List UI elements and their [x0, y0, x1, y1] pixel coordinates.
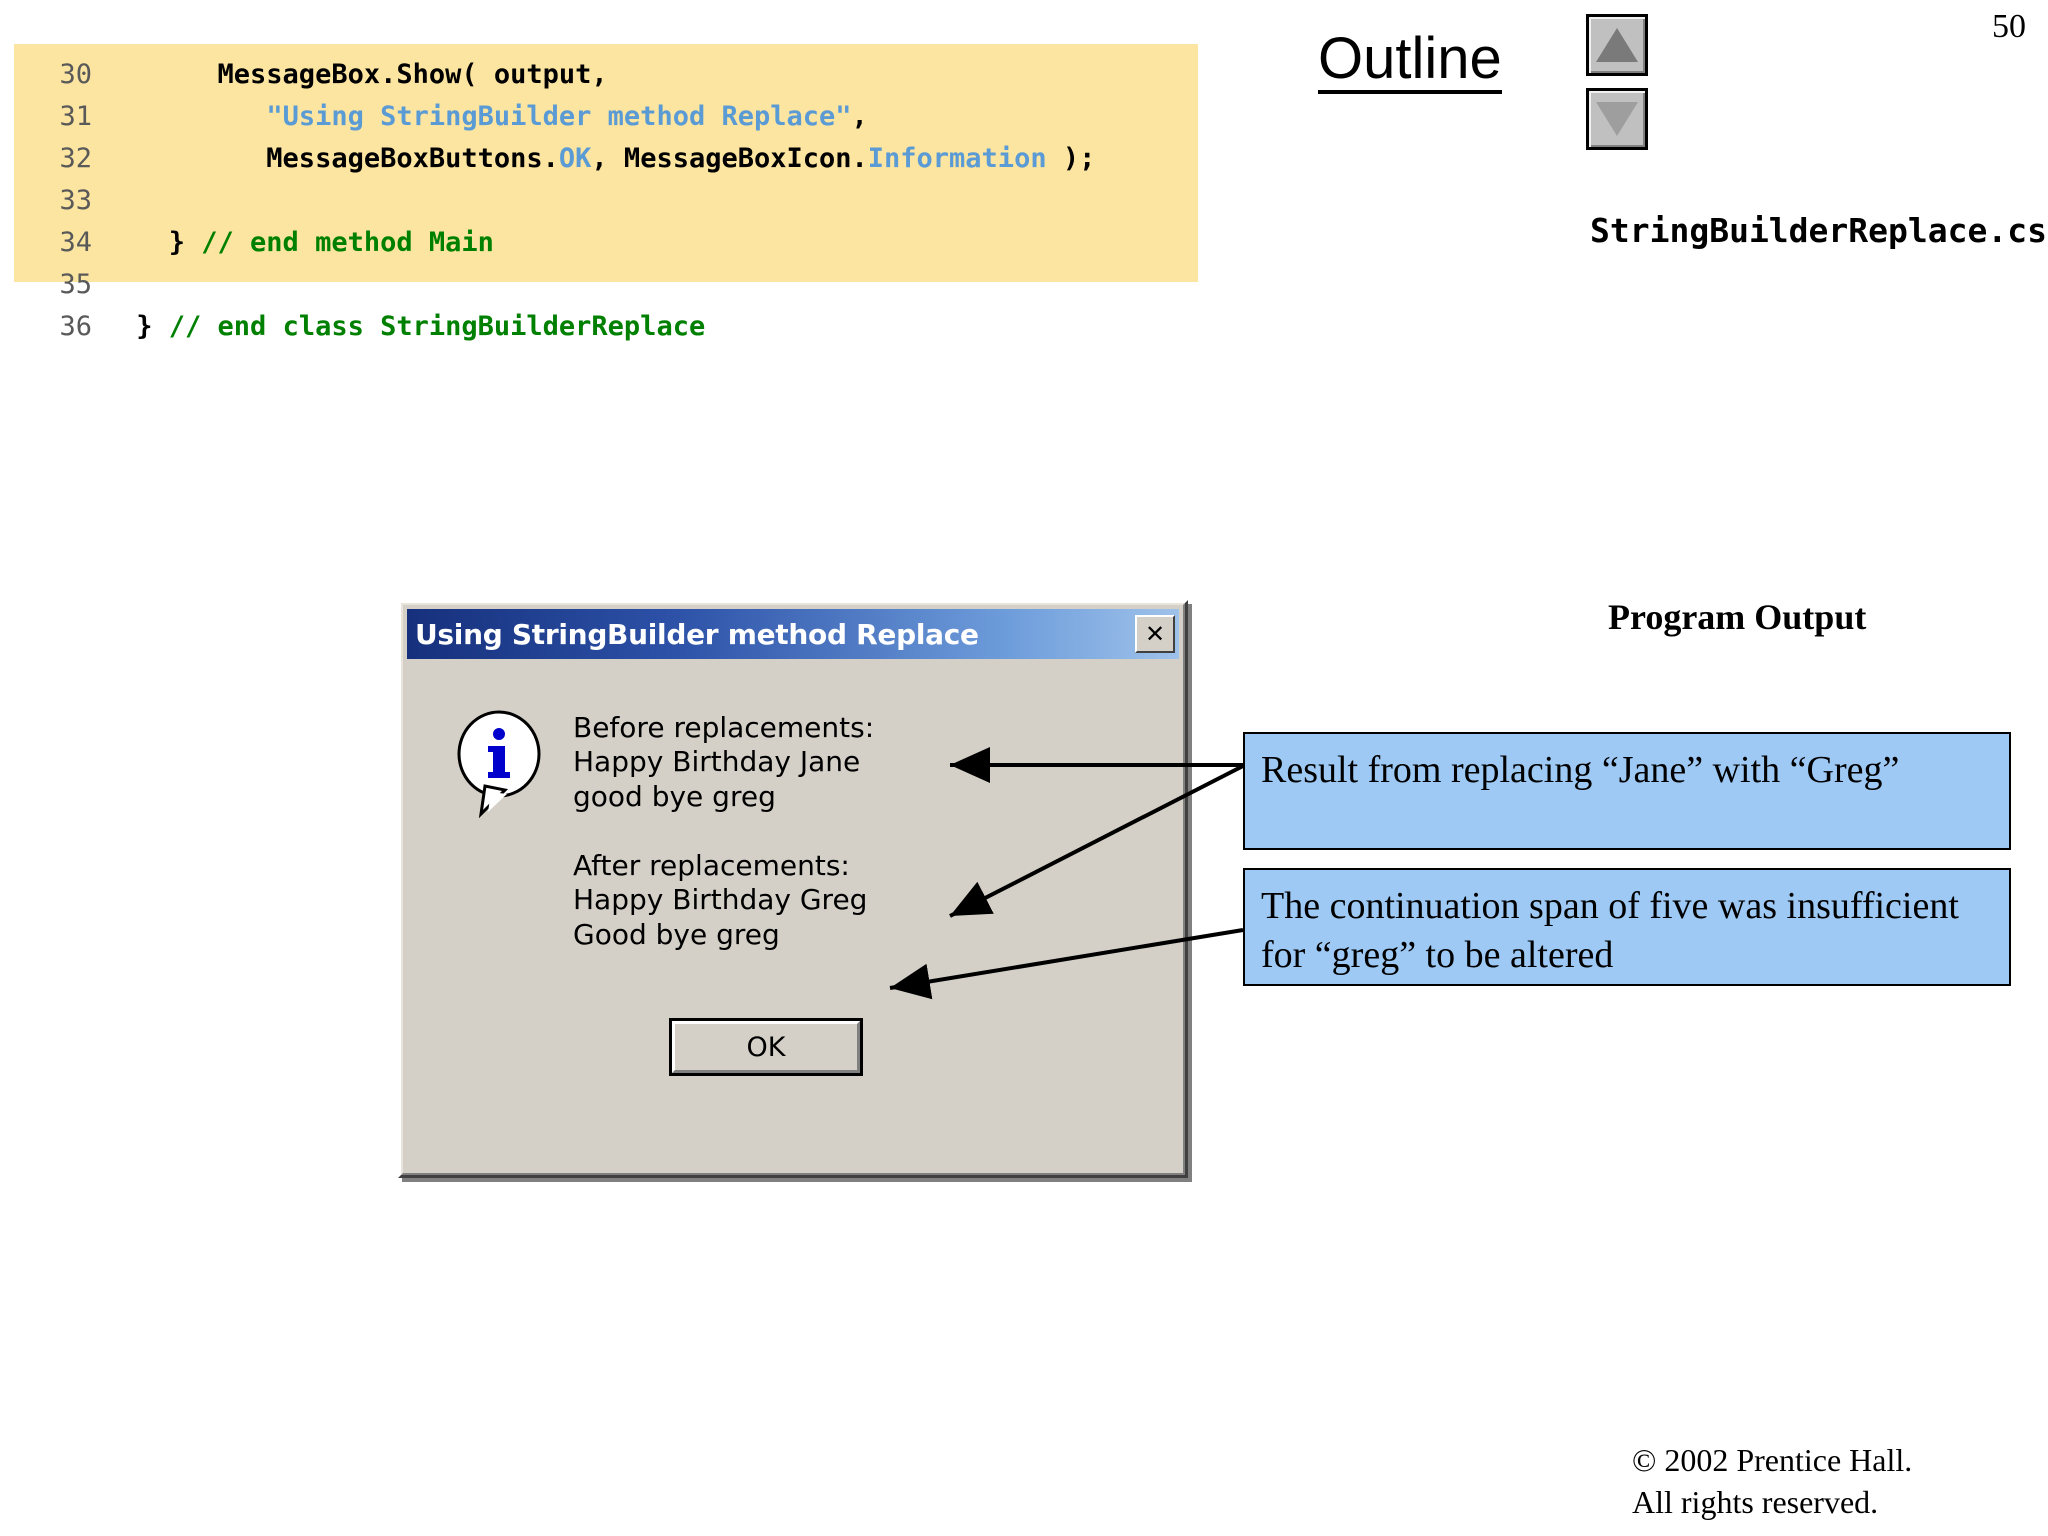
triangle-down-glyph [1596, 102, 1638, 136]
code-line: 32 MessageBoxButtons.OK, MessageBoxIcon.… [14, 138, 1198, 180]
line-number: 36 [59, 311, 92, 342]
code-line: 35 [14, 264, 1198, 306]
code-line: 30 MessageBox.Show( output, [14, 54, 1198, 96]
code-text: MessageBoxButtons.OK, MessageBoxIcon.Inf… [120, 143, 1096, 174]
ok-button-label: OK [746, 1031, 786, 1063]
code-line: 33 [14, 180, 1198, 222]
code-text: } // end class StringBuilderReplace [120, 311, 706, 342]
close-icon[interactable]: ✕ [1135, 615, 1175, 653]
code-listing-panel: 30 MessageBox.Show( output, 31 "Using St… [14, 44, 1198, 342]
dialog-title: Using StringBuilder method Replace [415, 617, 979, 651]
copyright-notice: © 2002 Prentice Hall. All rights reserve… [1632, 1440, 1912, 1523]
ok-button[interactable]: OK [669, 1018, 863, 1076]
code-text: MessageBox.Show( output, [120, 59, 608, 90]
file-name-label: StringBuilderReplace.cs [1590, 211, 2047, 250]
callout-box: Result from replacing “Jane” with “Greg” [1243, 732, 2011, 850]
page-number: 50 [1992, 8, 2026, 45]
line-number: 34 [59, 227, 92, 258]
code-token-enum: Information [867, 143, 1047, 174]
information-icon [455, 708, 547, 819]
copyright-line-2: All rights reserved. [1632, 1483, 1879, 1520]
triangle-up-glyph [1596, 28, 1638, 62]
code-token-string: "Using StringBuilder method Replace" [266, 101, 852, 132]
program-output-label: Program Output [1608, 597, 1867, 637]
code-text: } // end method Main [120, 227, 494, 258]
triangle-down-icon[interactable] [1586, 88, 1648, 150]
copyright-line-1: © 2002 Prentice Hall. [1632, 1442, 1913, 1478]
code-line: 34 } // end method Main [14, 222, 1198, 264]
dialog-message-text: Before replacements: Happy Birthday Jane… [573, 711, 875, 951]
callout-box: The continuation span of five was insuff… [1243, 868, 2011, 986]
outline-heading: Outline [1318, 30, 1502, 94]
code-text: "Using StringBuilder method Replace", [266, 101, 868, 132]
line-number: 32 [59, 143, 92, 174]
dialog-title-bar: Using StringBuilder method Replace ✕ [407, 609, 1179, 659]
line-number: 35 [59, 269, 92, 300]
code-line: 31 "Using StringBuilder method Replace", [14, 96, 1198, 138]
message-box-dialog: Using StringBuilder method Replace ✕ Bef… [398, 600, 1188, 1178]
line-number: 31 [59, 101, 92, 132]
line-number: 33 [59, 185, 92, 216]
code-token-comment: // end method Main [201, 227, 494, 258]
code-line: 36 } // end class StringBuilderReplace [14, 306, 1198, 348]
code-token-enum: OK [558, 143, 592, 174]
triangle-up-icon[interactable] [1586, 14, 1648, 76]
line-number: 30 [59, 59, 92, 90]
code-token-comment: // end class StringBuilderReplace [168, 311, 706, 342]
